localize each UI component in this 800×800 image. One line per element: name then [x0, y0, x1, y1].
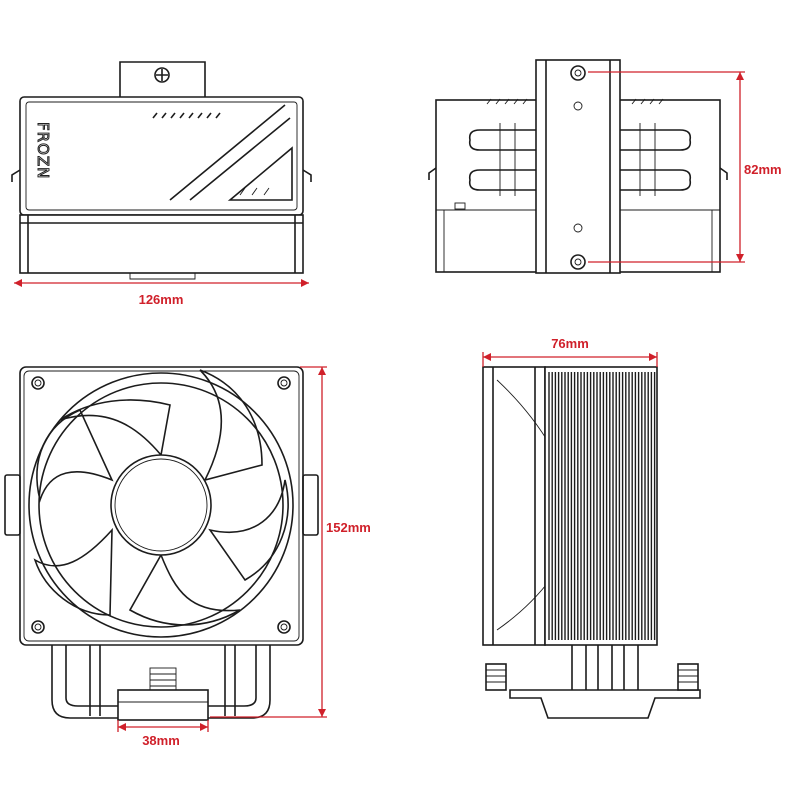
dim-76mm-label: 76mm [551, 336, 589, 351]
front-corner-screws [31, 376, 291, 634]
side-center-bracket [535, 59, 621, 274]
top-cover-inner [25, 101, 298, 211]
front-fan-ring-inner [38, 382, 284, 628]
top-view: FROZN 126mm [11, 61, 312, 307]
side-screw-bottom [570, 254, 586, 270]
side-bracket-lines [545, 60, 611, 273]
side-clips [428, 167, 728, 180]
top-body [19, 214, 304, 274]
front-base-screw [149, 667, 177, 691]
side-screw-top [570, 65, 586, 81]
dim-152mm-label: 152mm [326, 520, 371, 535]
dim-38mm: 38mm [117, 720, 209, 748]
dim-38mm-label: 38mm [142, 733, 180, 748]
brand-logo: FROZN [34, 122, 52, 179]
dim-76mm: 76mm [482, 336, 658, 367]
dim-126mm-label: 126mm [139, 292, 184, 307]
front-fan-ring-outer [28, 372, 294, 638]
top-body-lines [20, 215, 303, 273]
profile-fin-lines [548, 372, 656, 640]
front-clip-left [4, 474, 21, 536]
top-side-clips [11, 169, 312, 182]
top-cover [19, 96, 304, 216]
dim-152mm: 152mm [210, 366, 371, 718]
front-view: 152mm 38mm [4, 366, 371, 748]
profile-spring-right [677, 663, 699, 691]
front-base [117, 689, 209, 721]
profile-view: 76mm [482, 336, 701, 719]
side-heatpipes [468, 123, 692, 196]
front-fan-blades [33, 369, 289, 626]
top-stripe-3 [227, 146, 293, 201]
top-mount-screw [154, 67, 170, 83]
top-base-plate [129, 273, 196, 280]
top-screw-cross-icon [156, 69, 168, 81]
profile-spring-left [485, 663, 507, 691]
profile-mount-plate [509, 689, 701, 719]
top-stripe-2 [189, 117, 291, 201]
front-fan-hub [110, 454, 212, 556]
dim-82mm: 82mm [588, 71, 782, 263]
front-clip-right [302, 474, 319, 536]
side-top-vents [486, 98, 664, 105]
top-stripe-1 [169, 104, 286, 201]
dim-82mm-label: 82mm [744, 162, 782, 177]
side-view: 82mm [428, 59, 782, 274]
top-vent-slots [152, 112, 221, 119]
front-heatpipes [51, 640, 271, 719]
dim-126mm: 126mm [14, 279, 309, 307]
top-stripe-marks [239, 187, 270, 196]
top-mount-tab [119, 61, 206, 97]
